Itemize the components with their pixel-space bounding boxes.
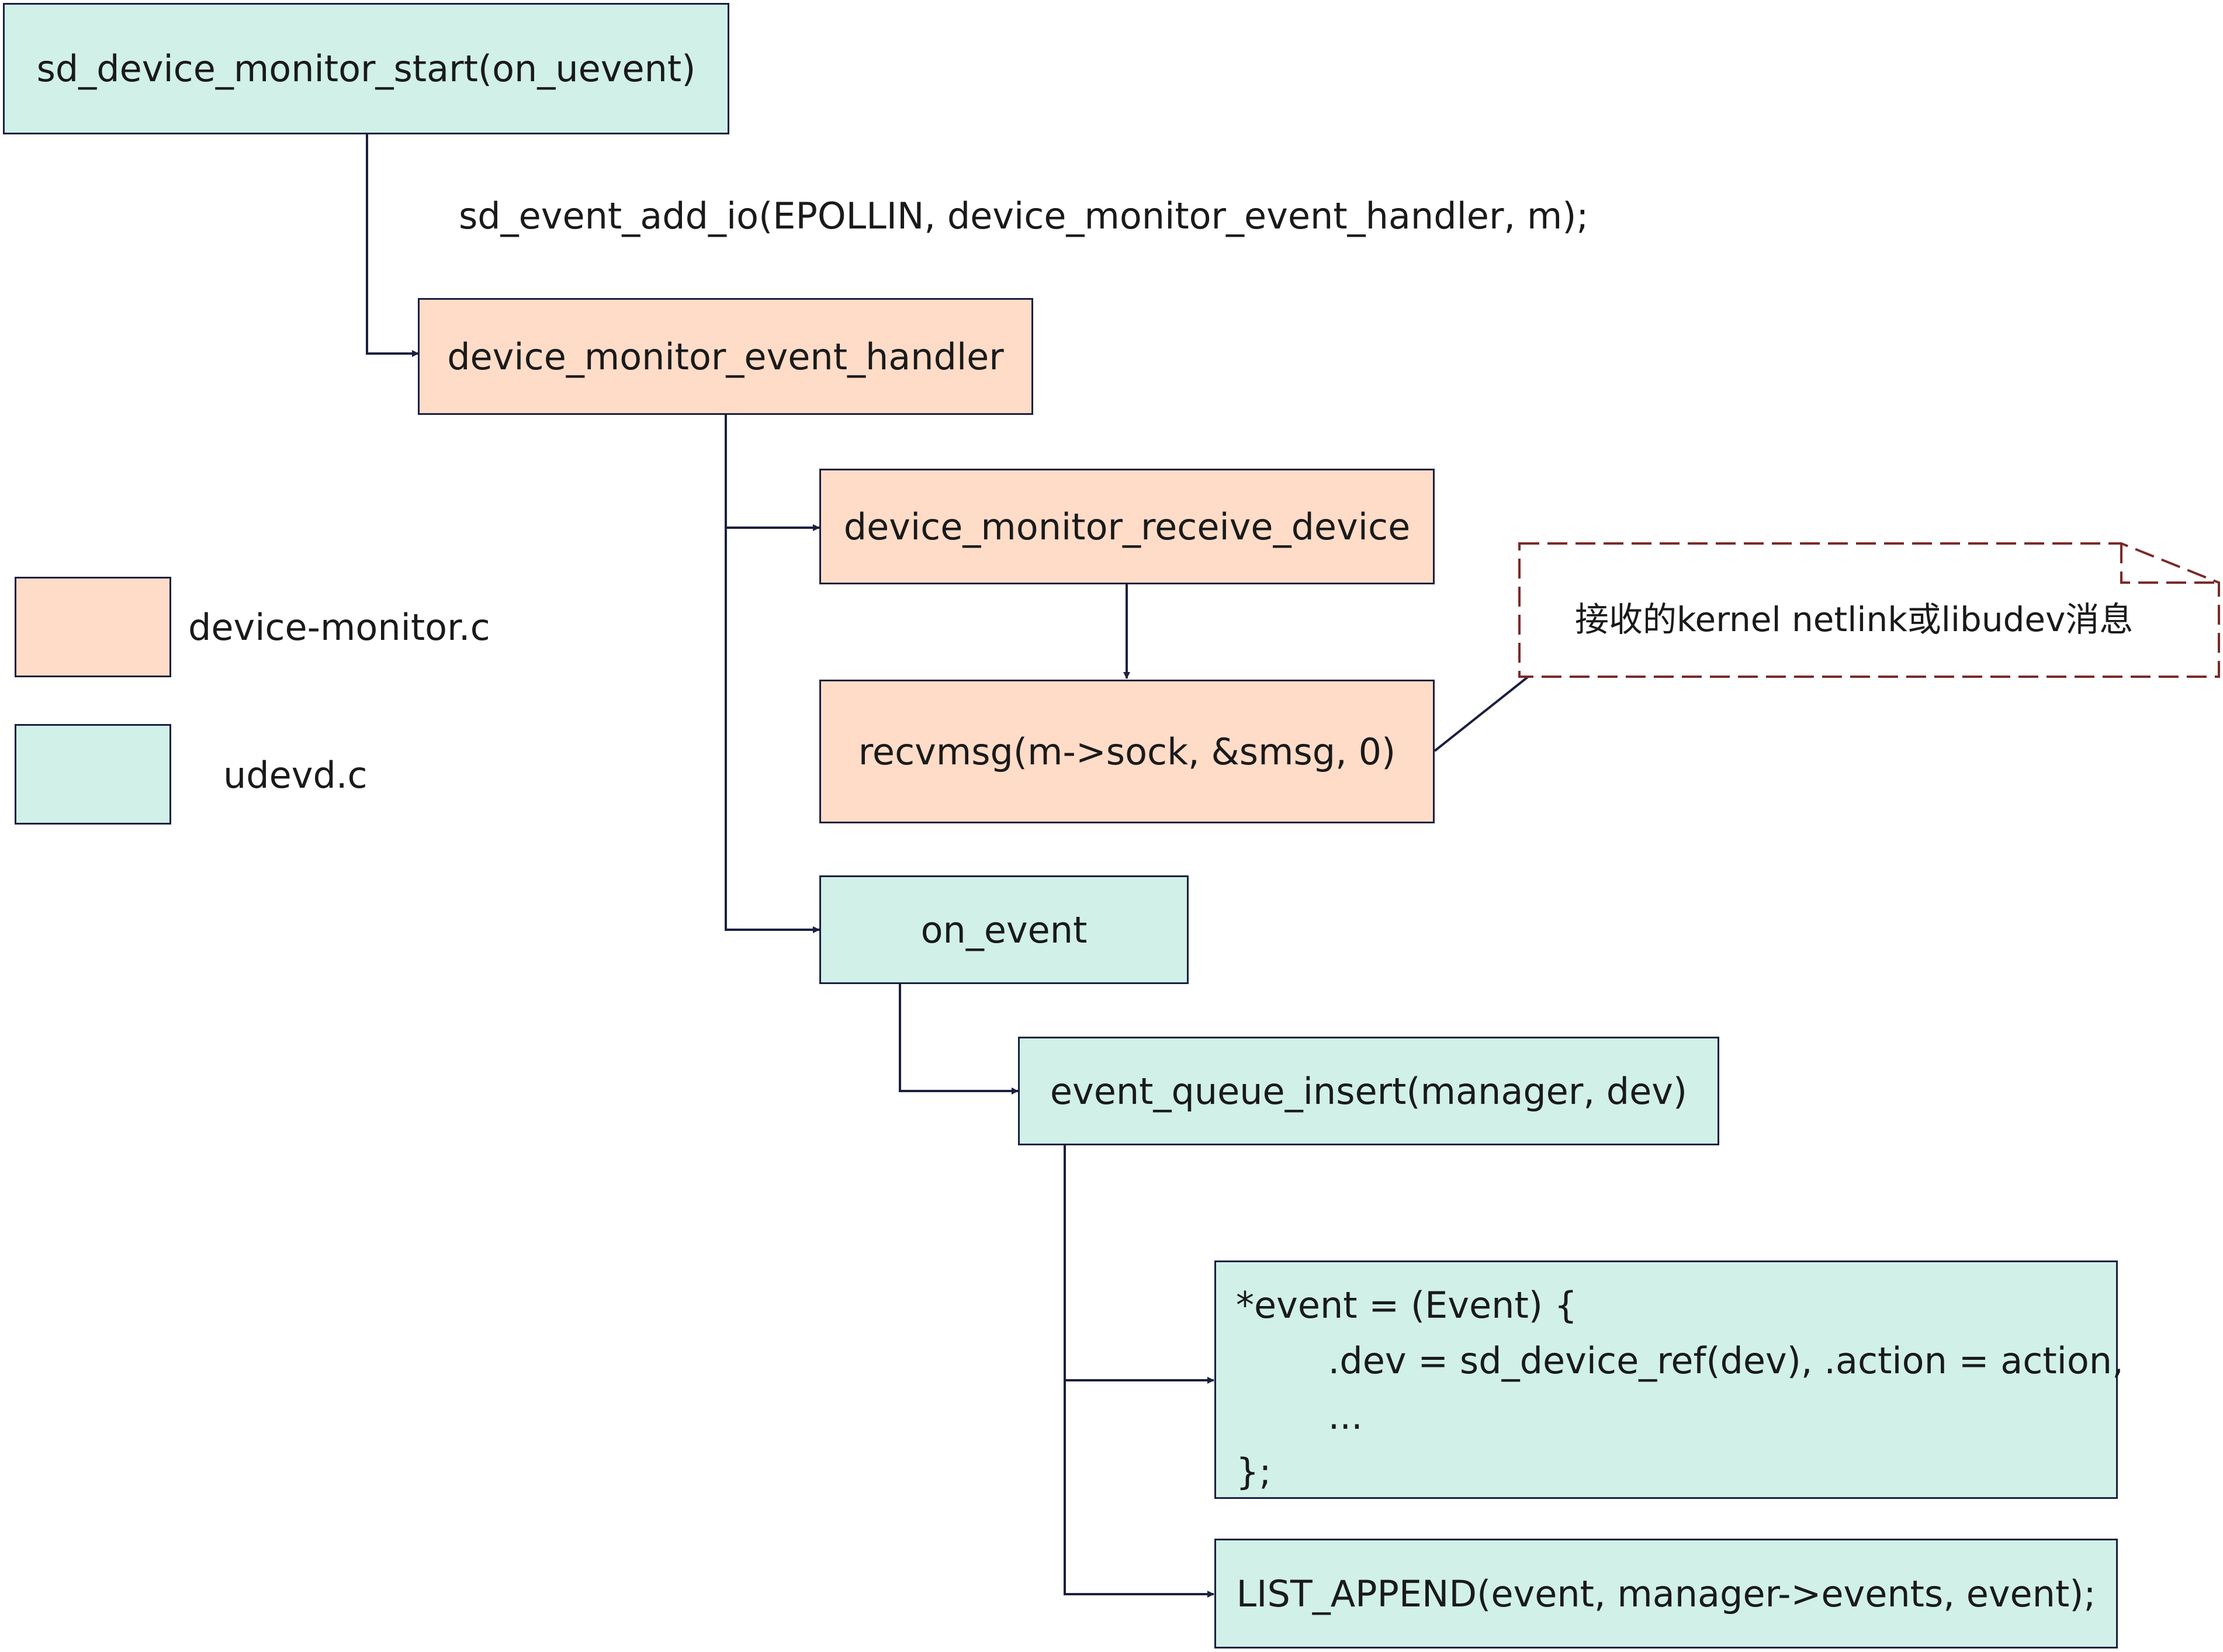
event-handler-node: device_monitor_event_handler [418,298,1033,415]
event-struct-line-3: ... [1236,1395,1363,1438]
connector-queue-to-append [1064,1380,1214,1598]
note-text: 接收的kernel netlink或libudev消息 [1575,600,2134,639]
event-struct-line-1: *event = (Event) { [1236,1284,1578,1327]
list-append-node: LIST_APPEND(event, manager->events, even… [1214,1539,2118,1648]
on-event-label: on_event [920,908,1088,951]
list-append-label: LIST_APPEND(event, manager->events, even… [1236,1572,2096,1615]
legend-swatch-device-monitor [15,577,171,677]
event-handler-label: device_monitor_event_handler [447,335,1004,378]
edge-label-add-io: sd_event_add_io(EPOLLIN, device_monitor_… [459,195,1589,237]
legend-label-udevd: udevd.c [223,754,368,796]
event-struct-line-4: }; [1236,1450,1272,1493]
note-leader-line [1433,676,1529,752]
queue-insert-node: event_queue_insert(manager, dev) [1018,1037,1719,1145]
receive-device-node: device_monitor_receive_device [819,469,1435,584]
event-struct-line-2: .dev = sd_device_ref(dev), .action = act… [1236,1339,2124,1382]
recvmsg-label: recvmsg(m->sock, &smsg, 0) [858,730,1396,773]
queue-insert-label: event_queue_insert(manager, dev) [1050,1069,1688,1113]
connector-on-event-to-queue [899,984,1019,1095]
legend-swatch-udevd [15,724,171,825]
recvmsg-node: recvmsg(m->sock, &smsg, 0) [819,680,1435,823]
on-event-node: on_event [819,875,1189,984]
receive-device-label: device_monitor_receive_device [843,505,1411,548]
connector-handler-to-receive [725,415,820,531]
monitor-start-node: sd_device_monitor_start(on_uevent) [3,3,729,134]
connector-queue-to-struct [1064,1145,1214,1384]
event-struct-node: *event = (Event) { .dev = sd_device_ref(… [1214,1260,2124,1499]
connector-handler-to-on-event [725,528,820,933]
monitor-start-label: sd_device_monitor_start(on_uevent) [36,47,696,90]
note-callout [1518,542,2220,678]
legend-label-device-monitor: device-monitor.c [188,606,490,649]
connector-start-to-handler [366,134,419,357]
